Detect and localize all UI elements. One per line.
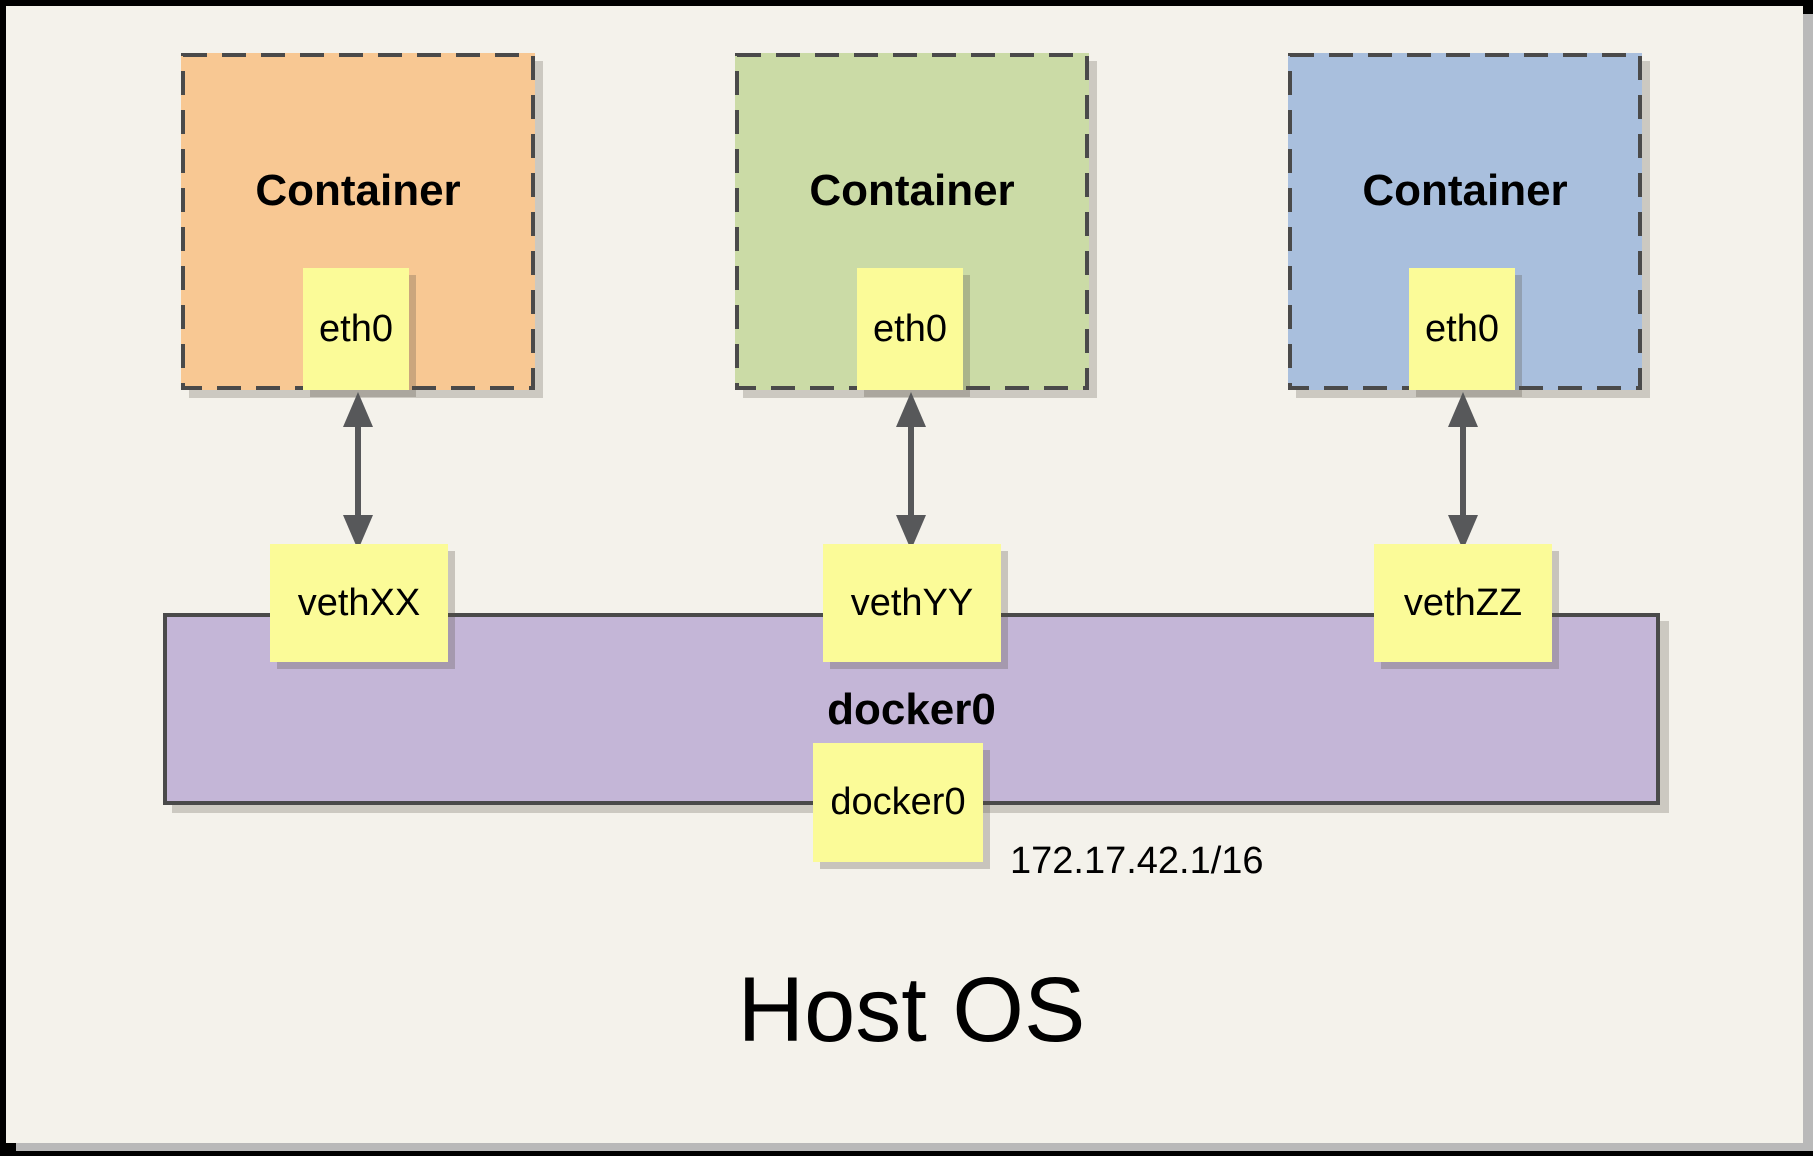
- container-label: Container: [1362, 166, 1568, 215]
- eth0-label: eth0: [319, 307, 393, 350]
- container-label: Container: [255, 166, 461, 215]
- veth-label: vethXX: [297, 581, 421, 624]
- eth0-label: eth0: [1425, 307, 1499, 350]
- docker0-interface-label: docker0: [830, 781, 966, 823]
- veth-box-3: vethZZ: [1374, 544, 1552, 662]
- eth0-box-1: eth0: [303, 268, 409, 390]
- docker0-interface-box: docker0: [813, 743, 983, 862]
- host-os-label: Host OS: [737, 959, 1086, 1061]
- docker0-bridge-label: docker0: [827, 685, 996, 734]
- veth-label: vethZZ: [1403, 581, 1523, 624]
- veth-box-1: vethXX: [270, 544, 448, 662]
- veth-box-2: vethYY: [823, 544, 1001, 662]
- eth0-label: eth0: [873, 307, 947, 350]
- eth0-box-3: eth0: [1409, 268, 1515, 390]
- container-label: Container: [809, 166, 1015, 215]
- veth-label: vethYY: [850, 581, 974, 624]
- bidirectional-arrow-icon-2: [896, 392, 926, 550]
- eth0-box-2: eth0: [857, 268, 963, 390]
- diagram-canvas: Container Container Container eth0 eth0 …: [6, 6, 1803, 1143]
- bridge-ip-label: 172.17.42.1/16: [1010, 840, 1264, 882]
- bidirectional-arrow-icon-3: [1448, 392, 1478, 550]
- bidirectional-arrow-icon-1: [343, 392, 373, 550]
